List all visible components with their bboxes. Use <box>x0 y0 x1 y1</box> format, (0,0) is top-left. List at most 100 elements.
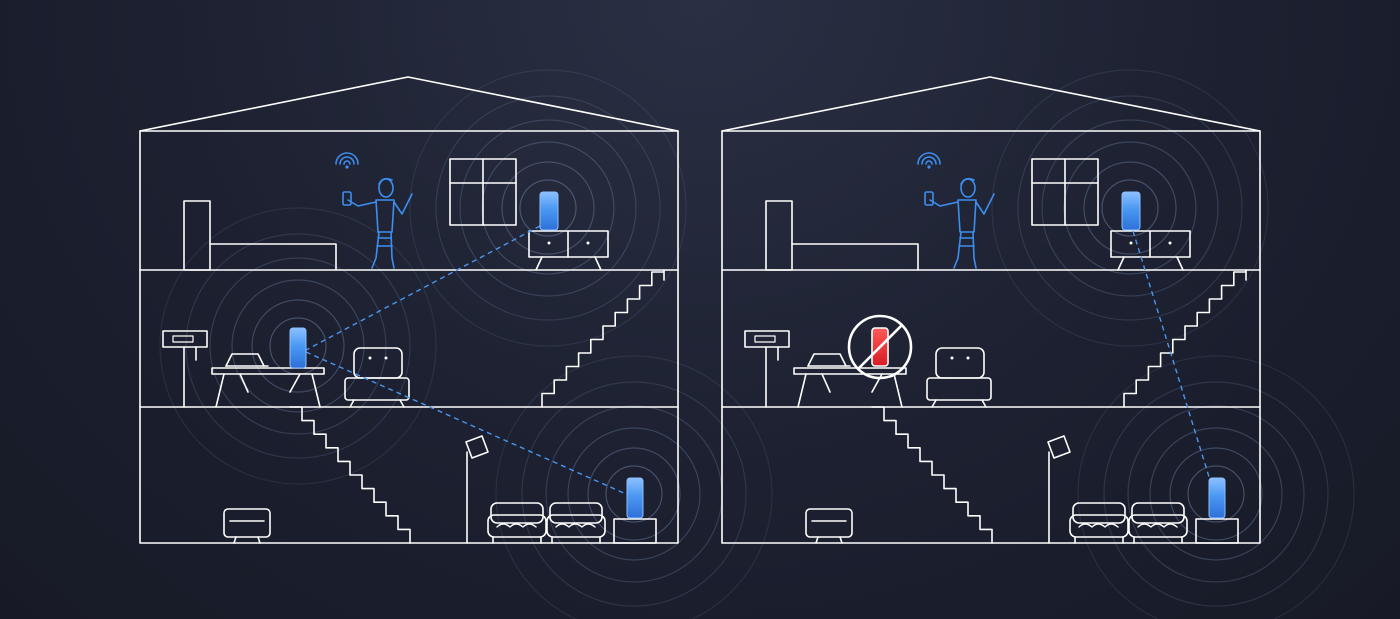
lamp-head <box>1047 435 1071 459</box>
chair-button <box>384 356 388 360</box>
wifi-arc <box>917 152 941 165</box>
chair-leg <box>931 399 937 408</box>
no-entry-ring <box>847 314 913 380</box>
dresser-knob <box>1129 241 1133 245</box>
sofa-seat <box>1128 514 1188 538</box>
cabinet-body <box>223 508 271 538</box>
signal-ripple <box>501 161 595 255</box>
desk-leg <box>289 373 301 393</box>
signal-ripple <box>1041 119 1219 297</box>
laptop-screen <box>225 353 265 367</box>
laptop-screen <box>807 353 847 367</box>
signal-ripple <box>991 69 1269 347</box>
house-walls <box>721 130 1261 544</box>
sofa-cushions <box>496 523 537 528</box>
person-shorts <box>958 237 975 247</box>
dresser-knob <box>547 241 551 245</box>
dresser-knob <box>586 241 590 245</box>
mesh-router-icon <box>1121 191 1141 231</box>
node-body <box>626 477 644 519</box>
person-torso <box>957 199 977 233</box>
signal-ripples <box>991 69 1355 619</box>
wifi-arc <box>921 156 937 165</box>
wifi-arc <box>335 152 359 165</box>
wifi-arc <box>925 160 933 165</box>
top-floor <box>183 152 609 271</box>
signal-ripple <box>481 141 615 275</box>
signal-ripple <box>521 381 747 607</box>
middle-node-ripples <box>159 207 437 485</box>
dresser <box>1110 230 1191 271</box>
middle-floor <box>162 269 665 408</box>
link-middle-bottom <box>305 351 627 495</box>
dresser-leg <box>1117 256 1125 271</box>
chair-back <box>935 347 985 379</box>
person-hair <box>960 177 975 185</box>
bottom-node-ripples <box>1077 355 1355 619</box>
window <box>1031 158 1099 226</box>
chair-button <box>368 356 372 360</box>
cabinet <box>223 508 271 544</box>
node-body <box>289 327 307 369</box>
sofa-cushions <box>555 523 596 528</box>
bed <box>765 200 919 271</box>
bed-headboard <box>183 200 211 271</box>
no-entry-slash <box>857 324 903 370</box>
person-legs <box>953 231 977 269</box>
signal-ripple <box>231 279 365 413</box>
sofa-seat <box>546 514 606 538</box>
bed <box>183 200 337 271</box>
lower-staircase <box>871 406 993 544</box>
person-left-arm <box>929 199 959 207</box>
dresser-leg <box>594 256 602 271</box>
wifi-arc <box>343 160 351 165</box>
signal-ripple <box>409 69 687 347</box>
top-floor <box>765 152 1191 271</box>
chair-button <box>966 356 970 360</box>
person-shorts <box>376 237 393 247</box>
signal-ripple <box>159 207 437 485</box>
armchair <box>926 347 992 408</box>
signal-ripple <box>1083 161 1177 255</box>
desk-top <box>211 367 325 375</box>
mesh-router-icon <box>626 477 644 519</box>
person-torso <box>375 199 395 233</box>
sofa-back <box>549 502 603 524</box>
desk-leg <box>311 373 321 408</box>
bottom-floor <box>223 406 657 544</box>
sofa-cushions <box>1078 523 1119 528</box>
house-walls <box>139 130 679 544</box>
sofa-back <box>1131 502 1185 524</box>
signal-ripple <box>1149 427 1283 561</box>
house-roof <box>139 76 679 132</box>
person-with-phone <box>335 152 413 269</box>
cabinet-body <box>805 508 853 538</box>
person-legs <box>371 231 395 269</box>
bed-mattress <box>791 243 919 271</box>
sofa-seat <box>1069 514 1129 538</box>
sofa-cushions <box>1137 523 1178 528</box>
sofa-right <box>546 502 606 544</box>
desk-leg <box>215 373 225 408</box>
chair-seat <box>344 377 410 401</box>
upper-staircase <box>541 271 665 408</box>
sofa-right <box>1128 502 1188 544</box>
dresser <box>528 230 609 271</box>
signal-ripple <box>1017 95 1243 321</box>
dresser-leg <box>1176 256 1184 271</box>
node-pedestal <box>1195 518 1239 544</box>
signal-ripple <box>587 447 681 541</box>
projector-body <box>744 330 790 348</box>
desk-leg <box>821 373 831 393</box>
node-body <box>1121 191 1141 231</box>
desk <box>793 367 907 408</box>
cabinet <box>805 508 853 544</box>
node-body <box>1208 477 1226 519</box>
signal-ripple <box>1101 179 1159 237</box>
signal-ripple <box>1187 465 1245 523</box>
mesh-nodes <box>847 191 1226 519</box>
signal-ripple <box>185 233 411 459</box>
house-outline <box>139 76 679 544</box>
signal-ripple <box>567 427 701 561</box>
person-with-phone <box>917 152 995 269</box>
